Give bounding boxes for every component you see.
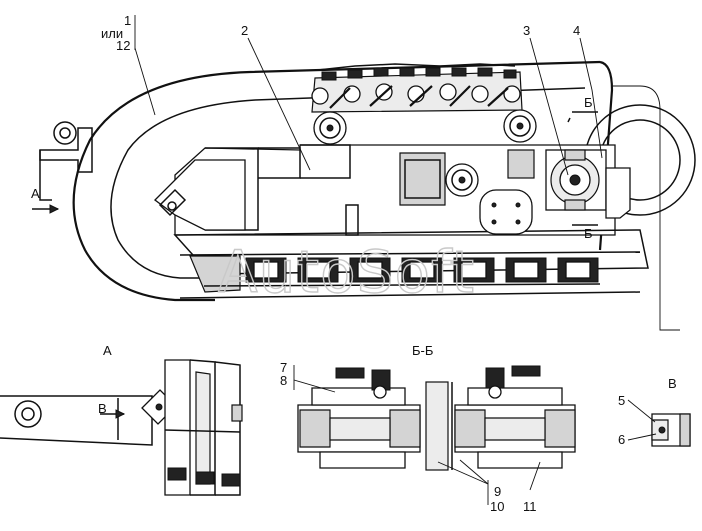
main-view: 1 или 12 2 3 4 А Б Б AutoSoft — [31, 13, 696, 331]
gearbox-block — [399, 149, 535, 235]
view-a: А В — [0, 343, 243, 496]
section-arrow-b-top: Б — [584, 95, 593, 110]
label-7: 7 — [280, 360, 287, 375]
label-ili: или — [101, 26, 123, 41]
view-v-title: В — [668, 376, 677, 391]
label-11: 11 — [523, 499, 537, 514]
label-10: 10 — [490, 499, 504, 514]
label-9: 9 — [494, 484, 501, 499]
tensioner-assembly — [545, 149, 631, 219]
label-8: 8 — [280, 373, 287, 388]
label-1: 1 — [124, 13, 131, 28]
label-3: 3 — [523, 23, 530, 38]
belt-inner — [110, 87, 586, 279]
section-bb-title: Б-Б — [412, 343, 433, 358]
lower-chain — [179, 251, 641, 299]
view-a-arrow-v: В — [98, 401, 107, 416]
section-arrow-b-bottom: Б — [584, 226, 593, 241]
center-plate — [425, 381, 449, 471]
label-6: 6 — [618, 432, 625, 447]
right-roller — [454, 365, 576, 469]
view-a-title: А — [103, 343, 112, 358]
upper-chain — [311, 63, 523, 113]
label-4: 4 — [573, 23, 580, 38]
leader-lines-main — [32, 15, 603, 226]
support-rollers — [313, 109, 537, 145]
label-5: 5 — [618, 393, 625, 408]
view-arrow-a: А — [31, 186, 40, 201]
left-bracket — [39, 121, 93, 201]
left-tilt-block — [154, 159, 246, 231]
stand-outline — [612, 85, 680, 331]
belt-right-edge — [598, 60, 614, 251]
view-a-arm — [0, 395, 153, 446]
belt-outer — [72, 60, 601, 302]
view-v: В 5 6 — [618, 376, 691, 447]
watermark: AutoSoft — [218, 238, 475, 306]
left-roller — [297, 367, 421, 469]
label-2: 2 — [241, 23, 248, 38]
section-bb: Б-Б — [280, 343, 576, 514]
label-12: 12 — [116, 38, 130, 53]
